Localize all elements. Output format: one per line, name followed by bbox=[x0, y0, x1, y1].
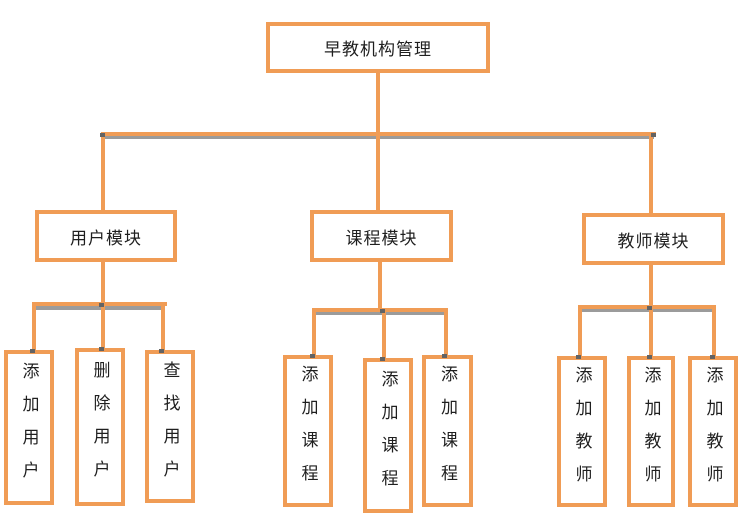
connector-handle bbox=[310, 354, 315, 358]
connector-line bbox=[578, 305, 582, 358]
node-add-course-2: 添加课程 bbox=[363, 358, 413, 513]
connector-line bbox=[376, 73, 380, 212]
connector-line bbox=[382, 312, 386, 361]
connector-line bbox=[649, 309, 653, 358]
connector-handle bbox=[380, 309, 385, 313]
connector-handle bbox=[99, 347, 104, 351]
connector-shadow bbox=[580, 309, 714, 312]
connector-line bbox=[101, 306, 105, 352]
node-user-module: 用户模块 bbox=[35, 210, 177, 262]
connector-handle bbox=[442, 354, 447, 358]
node-add-course-2-label: 添加课程 bbox=[378, 369, 398, 502]
node-course-module-label: 课程模块 bbox=[345, 228, 418, 248]
connector-line bbox=[378, 258, 382, 310]
node-add-course-3-label: 添加课程 bbox=[438, 365, 457, 497]
node-teacher-module-label: 教师模块 bbox=[617, 231, 690, 251]
connector-line bbox=[444, 308, 448, 358]
connector-handle bbox=[380, 357, 385, 361]
connector-line bbox=[712, 305, 716, 358]
connector-handle bbox=[99, 303, 104, 307]
node-add-user-label: 添加用户 bbox=[19, 361, 39, 494]
node-add-teacher-1: 添加教师 bbox=[557, 356, 607, 507]
connector-handle bbox=[576, 355, 581, 359]
connector-line bbox=[161, 302, 165, 353]
node-add-course-3: 添加课程 bbox=[422, 355, 473, 507]
connector-line bbox=[649, 261, 653, 309]
node-add-user: 添加用户 bbox=[4, 350, 54, 505]
connector-line bbox=[312, 308, 316, 358]
node-find-user-label: 查找用户 bbox=[160, 360, 180, 493]
connector-line bbox=[101, 258, 105, 304]
node-find-user: 查找用户 bbox=[145, 350, 195, 503]
node-user-module-label: 用户模块 bbox=[70, 228, 142, 248]
node-add-course-1: 添加课程 bbox=[283, 355, 333, 507]
connector-line bbox=[102, 132, 656, 136]
connector-handle bbox=[647, 355, 652, 359]
node-add-course-1-label: 添加课程 bbox=[298, 365, 318, 497]
connector-line bbox=[32, 302, 36, 353]
node-delete-user: 删除用户 bbox=[75, 348, 125, 506]
node-add-teacher-2-label: 添加教师 bbox=[641, 365, 661, 498]
node-root: 早教机构管理 bbox=[266, 22, 490, 73]
node-add-teacher-3-label: 添加教师 bbox=[703, 365, 723, 498]
node-course-module: 课程模块 bbox=[310, 210, 453, 262]
connector-shadow bbox=[314, 312, 446, 315]
connector-shadow bbox=[34, 306, 165, 310]
node-delete-user-label: 删除用户 bbox=[90, 361, 110, 493]
node-teacher-module: 教师模块 bbox=[582, 213, 725, 265]
connector-handle bbox=[100, 133, 105, 137]
node-add-teacher-1-label: 添加教师 bbox=[572, 365, 592, 498]
connector-line bbox=[101, 132, 105, 212]
node-root-label: 早教机构管理 bbox=[324, 40, 432, 59]
node-add-teacher-3: 添加教师 bbox=[688, 356, 738, 507]
connector-handle bbox=[159, 349, 164, 353]
connector-handle bbox=[651, 133, 656, 137]
node-add-teacher-2: 添加教师 bbox=[627, 356, 675, 507]
connector-line bbox=[649, 132, 653, 215]
connector-handle bbox=[710, 355, 715, 359]
connector-handle bbox=[30, 349, 35, 353]
connector-handle bbox=[647, 306, 652, 310]
